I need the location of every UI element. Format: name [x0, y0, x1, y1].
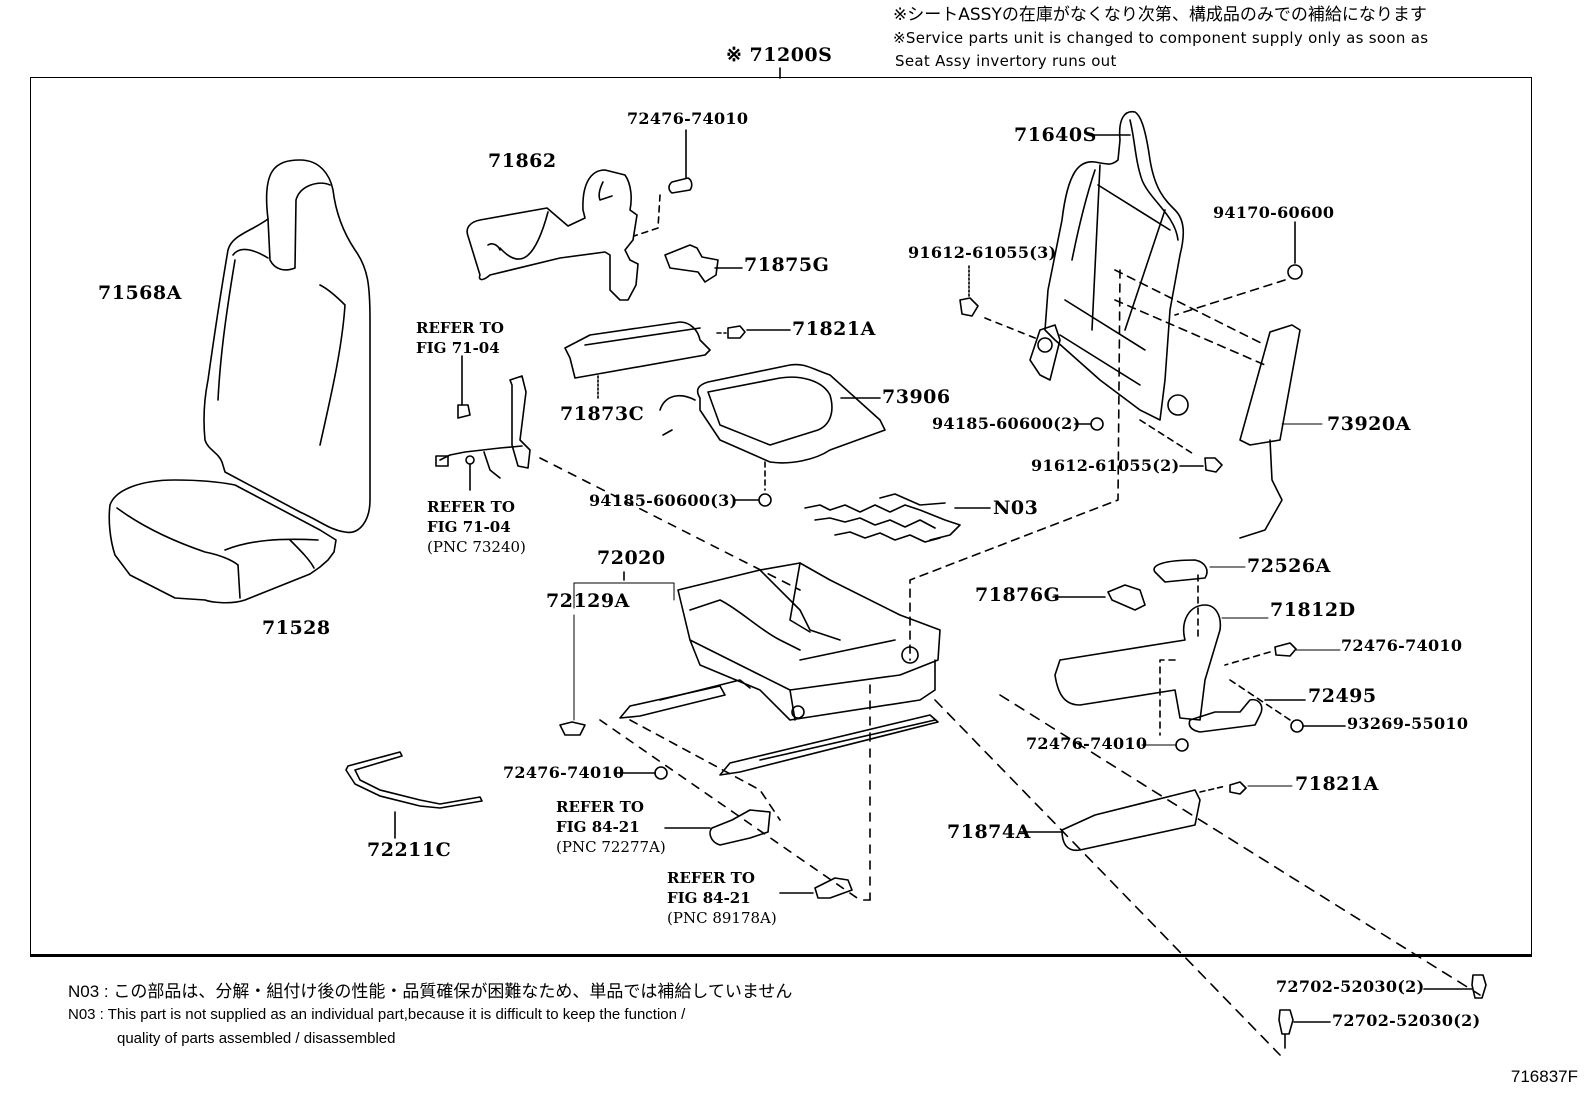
reference-line1: REFER TO: [667, 869, 755, 887]
part-label-71568a[interactable]: 71568A: [98, 282, 182, 304]
bolt-91612-3: [959, 265, 1041, 341]
diagram-frame: [30, 77, 1532, 957]
header-note-japanese: ※シートASSYの在庫がなくなり次第、構成品のみでの補給になります: [893, 5, 1427, 25]
footnote-n03-english-line1: N03 : This part is not supplied as an in…: [68, 1006, 686, 1023]
cover-71812d-drawing: [1054, 574, 1269, 736]
part-label-71875g[interactable]: 71875G: [744, 254, 830, 276]
bracket-71875g-drawing: [664, 244, 743, 283]
wire-72211c-drawing: [345, 751, 483, 839]
part-label-71873c[interactable]: 71873C: [560, 403, 645, 425]
cover-71874a-drawing: [1019, 789, 1201, 852]
reference-fig-84-21-a[interactable]: REFER TO FIG 84-21 (PNC 72277A): [556, 797, 666, 857]
part-label-73920a[interactable]: 73920A: [1327, 413, 1411, 435]
part-label-94185-60600-3[interactable]: 94185-60600(3): [589, 491, 738, 510]
part-label-91612-61055-3[interactable]: 91612-61055(3): [908, 243, 1057, 262]
part-label-71874a[interactable]: 71874A: [947, 821, 1031, 843]
reference-line2: FIG 84-21: [556, 818, 640, 836]
reference-pnc: (PNC 73240): [427, 538, 526, 556]
part-89178a-drawing: [779, 877, 853, 899]
part-label-72476-74010-mid[interactable]: 72476-74010: [503, 763, 625, 782]
part-label-72129a[interactable]: 72129A: [546, 590, 630, 612]
cushion-pad-73906-drawing: [659, 363, 886, 491]
nut-94170-60600: [1174, 221, 1303, 316]
footnote-n03-english-line2: quality of parts assembled / disassemble…: [117, 1030, 396, 1047]
seat-back-frame-71640s-drawing: [1029, 110, 1189, 421]
bolt-72476-lower: [1141, 738, 1189, 752]
side-airbag-73920a-drawing: [1239, 324, 1323, 539]
reference-fig-71-04-a[interactable]: REFER TO FIG 71-04: [416, 318, 504, 358]
part-label-72702-52030-b[interactable]: 72702-52030(2): [1332, 1011, 1481, 1030]
cover-71876g-drawing: [1052, 584, 1146, 611]
part-label-91612-61055-2[interactable]: 91612-61055(2): [1031, 456, 1180, 475]
clip-71821a-bottom: [1199, 781, 1293, 795]
cover-72526a-drawing: [1153, 559, 1246, 583]
header-note-english-line1: ※Service parts unit is changed to compon…: [893, 29, 1429, 47]
seatbelt-buckle-harness: [435, 355, 531, 491]
seat-cushion-cover-drawing: [108, 479, 337, 604]
seat-spring-n03-drawing: [804, 493, 991, 543]
part-label-72495[interactable]: 72495: [1308, 685, 1377, 707]
cover-72495-drawing: [1188, 698, 1306, 733]
part-label-71821a-top[interactable]: 71821A: [792, 318, 876, 340]
bolt-91612-2: [1179, 457, 1223, 473]
part-label-72476-74010-lower[interactable]: 72476-74010: [1026, 734, 1148, 753]
clip-71821a-top: [716, 325, 791, 339]
bolt-72476-right: [1224, 642, 1341, 666]
part-label-71812d[interactable]: 71812D: [1270, 599, 1356, 621]
footnote-n03-japanese: N03 : この部品は、分解・組付け後の性能・品質確保が困難なため、単品では補給…: [68, 982, 793, 1001]
part-label-94170-60600[interactable]: 94170-60600: [1213, 203, 1335, 222]
leader-72020-bracket: [559, 571, 675, 736]
bolt-72476-top: [668, 129, 693, 194]
part-label-72702-52030-a[interactable]: 72702-52030(2): [1276, 977, 1425, 996]
part-label-n03[interactable]: N03: [993, 497, 1039, 519]
reference-line2: FIG 71-04: [416, 339, 500, 357]
reference-pnc: (PNC 89178A): [667, 909, 777, 927]
reference-pnc: (PNC 72277A): [556, 838, 666, 856]
part-label-71640s[interactable]: 71640S: [1014, 124, 1097, 146]
part-label-72526a[interactable]: 72526A: [1247, 555, 1331, 577]
reference-line1: REFER TO: [427, 498, 515, 516]
part-label-71821a-bottom[interactable]: 71821A: [1295, 773, 1379, 795]
bolt-72476-mid: [616, 766, 668, 780]
nut-94185-60600-3: [734, 493, 772, 507]
part-label-73906[interactable]: 73906: [882, 386, 951, 408]
reference-line2: FIG 84-21: [667, 889, 751, 907]
part-label-72476-74010-top[interactable]: 72476-74010: [627, 109, 749, 128]
part-label-93269-55010[interactable]: 93269-55010: [1347, 714, 1469, 733]
part-label-71876g[interactable]: 71876G: [975, 584, 1061, 606]
header-note-english-line2: Seat Assy invertory runs out: [895, 52, 1117, 70]
bolt-72702-52030-b: [1278, 1009, 1331, 1049]
reference-line1: REFER TO: [556, 798, 644, 816]
reference-line1: REFER TO: [416, 319, 504, 337]
nut-94185-60600-2: [1074, 417, 1104, 431]
part-label-72211c[interactable]: 72211C: [367, 839, 452, 861]
part-72277a-drawing: [664, 809, 771, 846]
part-label-71528[interactable]: 71528: [262, 617, 331, 639]
hinge-cover-drawing: [466, 169, 639, 301]
cover-71873c-drawing: [564, 321, 711, 399]
seat-back-cover-drawing: [203, 159, 371, 534]
assembly-part-label[interactable]: ※ 71200S: [726, 44, 833, 66]
part-label-72020[interactable]: 72020: [597, 547, 666, 569]
reference-line2: FIG 71-04: [427, 518, 511, 536]
part-label-71862[interactable]: 71862: [488, 150, 557, 172]
part-label-72476-74010-right[interactable]: 72476-74010: [1341, 636, 1463, 655]
screw-93269-55010: [1229, 679, 1346, 733]
part-label-94185-60600-2[interactable]: 94185-60600(2): [932, 414, 1081, 433]
reference-fig-71-04-b[interactable]: REFER TO FIG 71-04 (PNC 73240): [427, 497, 526, 557]
figure-code: 716837F: [1510, 1067, 1578, 1086]
reference-fig-84-21-b[interactable]: REFER TO FIG 84-21 (PNC 89178A): [667, 868, 777, 928]
bolt-72702-52030-a: [1423, 974, 1487, 999]
seat-adjuster-72020-drawing: [619, 562, 941, 776]
